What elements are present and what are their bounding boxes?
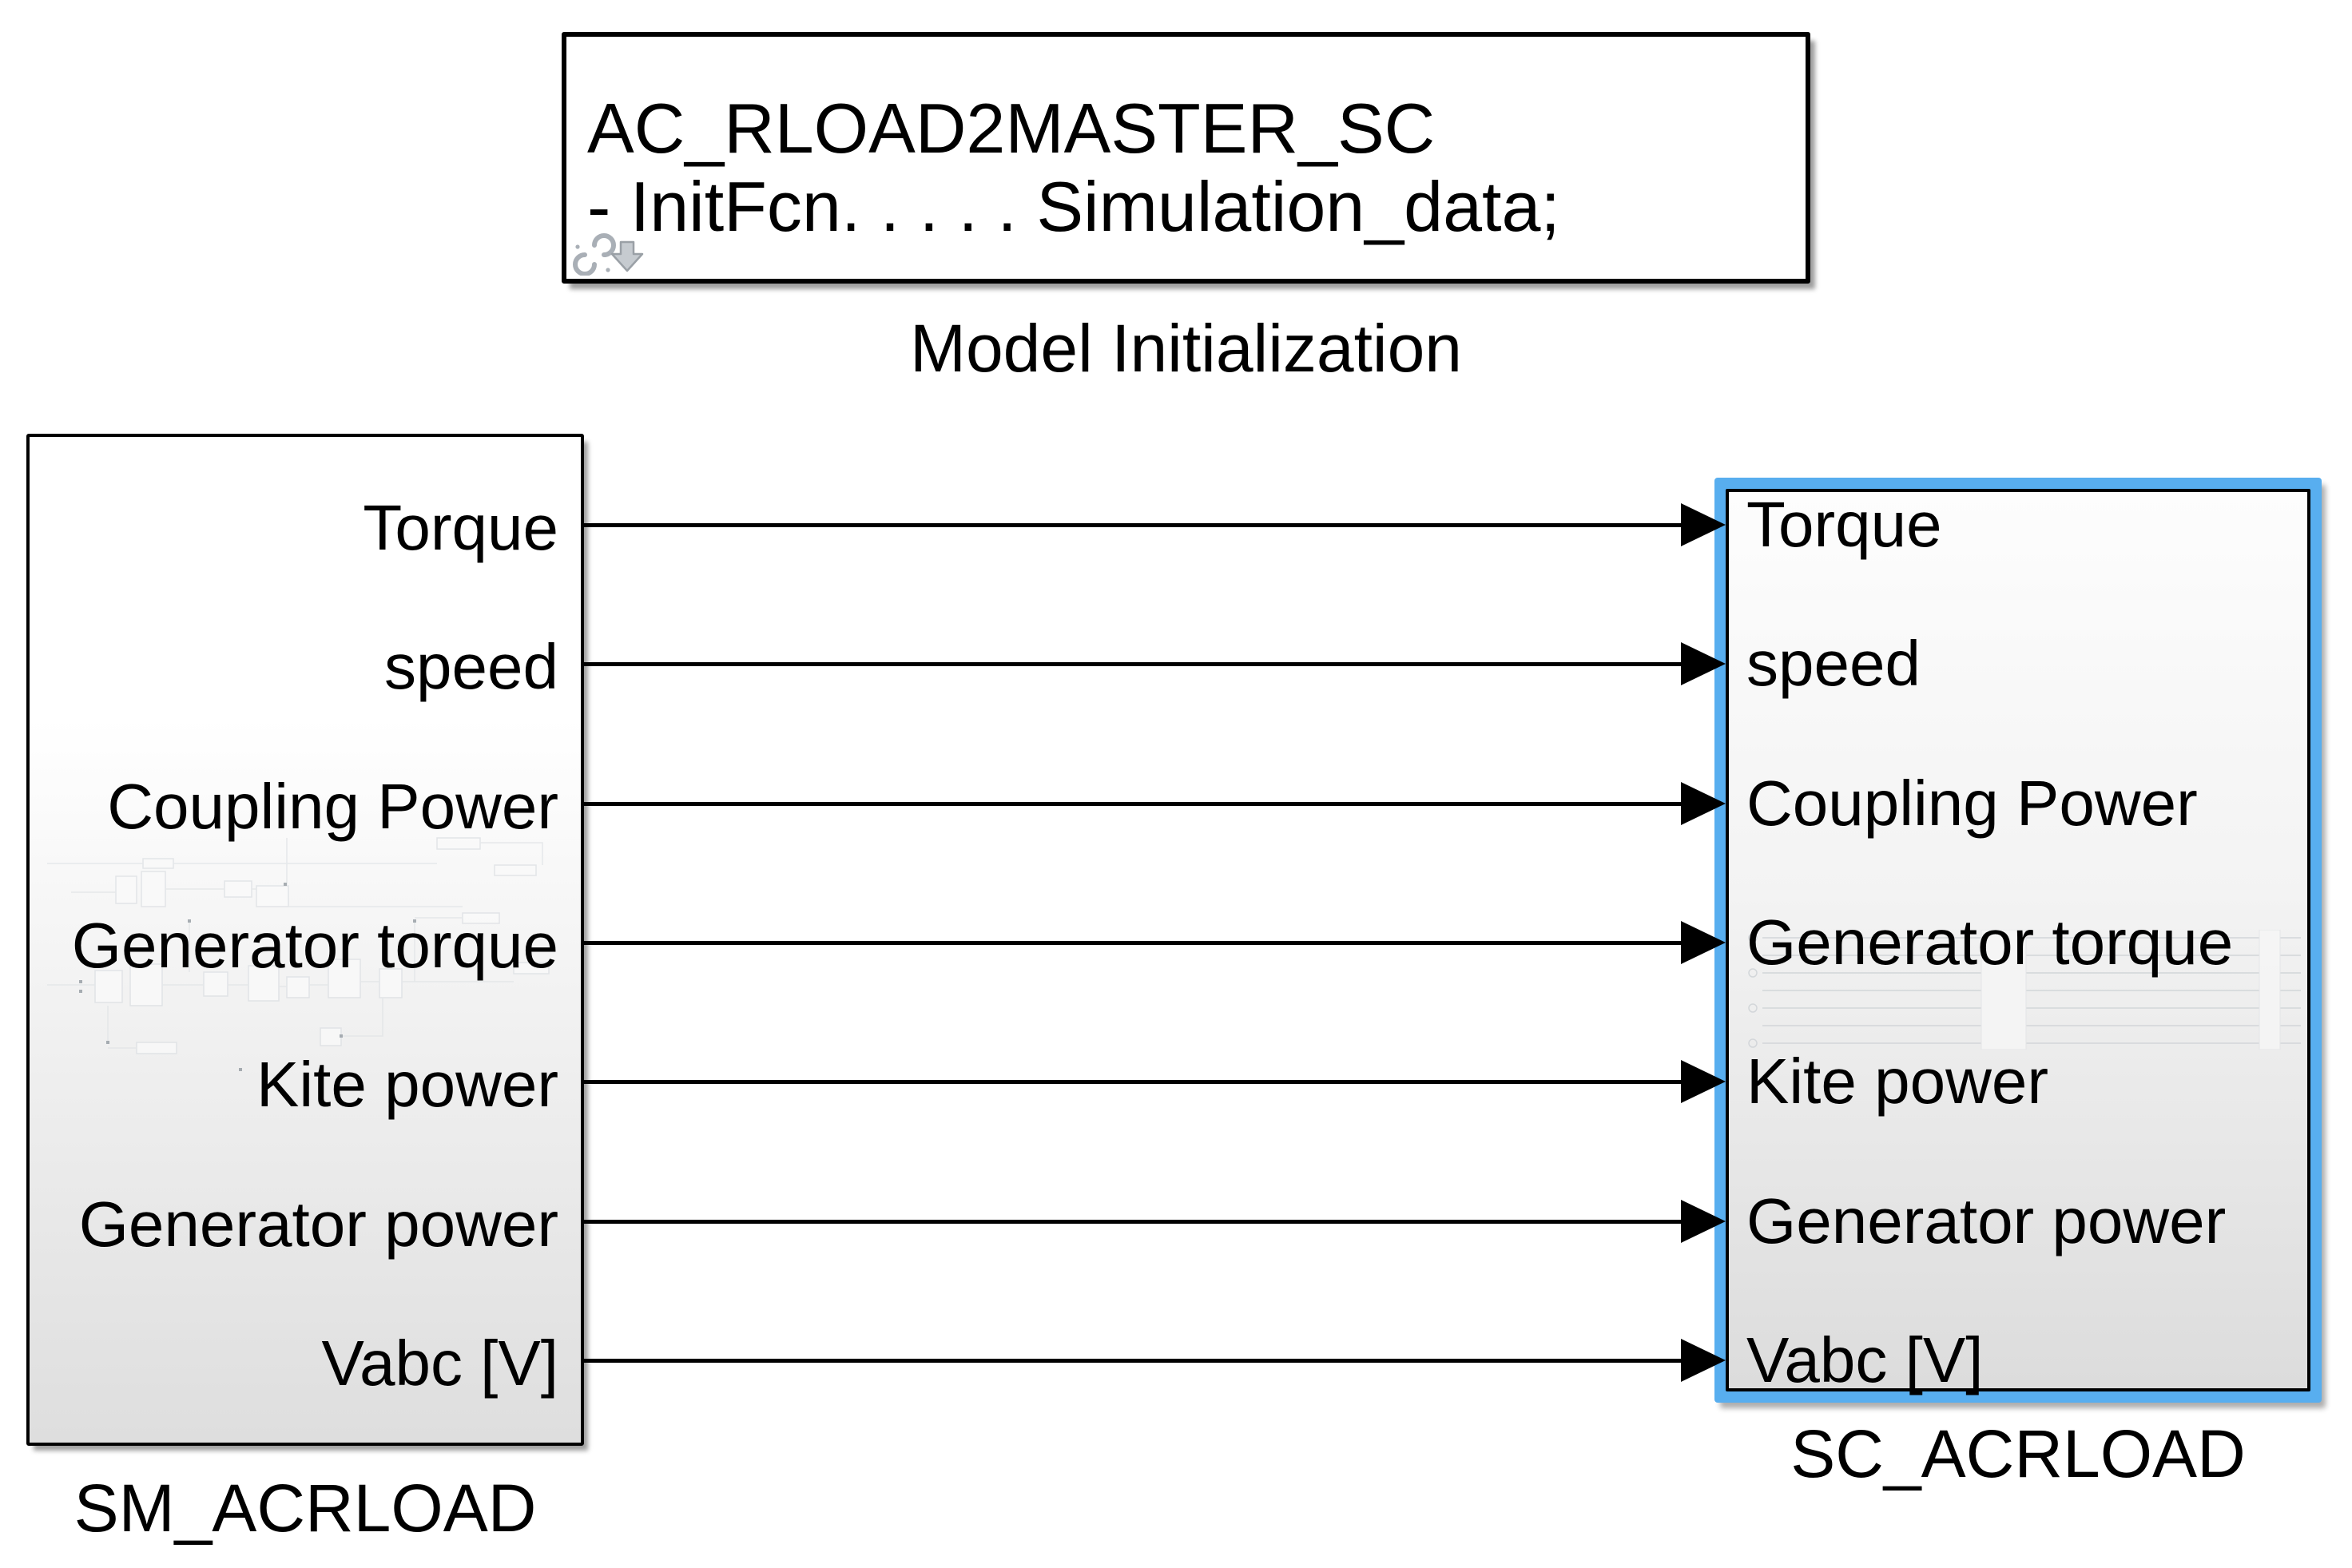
port-label-generator-power: Generator power	[78, 1189, 558, 1260]
wire-arrowhead	[1681, 1060, 1726, 1103]
wire-arrowhead	[1681, 503, 1726, 546]
port-label-kite-power: Kite power	[1746, 1046, 2048, 1117]
port-label-coupling-power: Coupling Power	[1746, 768, 2198, 839]
wire-arrowhead	[1681, 1339, 1726, 1382]
model-initialization-block[interactable]: AC_RLOAD2MASTER_SC- InitFcn. . . . . Sim…	[562, 32, 1810, 284]
sc-acrload-block[interactable]: Torque speed Coupling Power Generator to…	[1714, 478, 2322, 1403]
sc-acrload-caption[interactable]: SC_ACRLOAD	[1790, 1416, 2246, 1491]
port-label-torque: Torque	[363, 492, 558, 563]
sm-acrload-caption[interactable]: SM_ACRLOAD	[74, 1471, 537, 1546]
signal-wire-kite-power[interactable]	[582, 1080, 1686, 1084]
wire-arrowhead	[1681, 642, 1726, 685]
port-label-generator-power: Generator power	[1746, 1185, 2227, 1256]
wire-arrowhead	[1681, 1200, 1726, 1243]
wire-arrowhead	[1681, 782, 1726, 825]
sm-acrload-block[interactable]: Torque speed Coupling Power Generator to…	[26, 434, 584, 1446]
collapse-down-arrow-icon[interactable]	[610, 240, 644, 272]
port-label-generator-torque: Generator torque	[71, 910, 558, 981]
signal-wire-torque[interactable]	[582, 523, 1686, 527]
sc-acrload-block-body	[1726, 489, 2310, 1391]
port-label-vabc: Vabc [V]	[321, 1328, 558, 1399]
init-code-line2: - InitFcn. . . . . Simulation_data;	[587, 167, 1560, 246]
port-label-kite-power: Kite power	[256, 1049, 558, 1120]
port-label-coupling-power: Coupling Power	[107, 771, 558, 842]
init-code-line1: AC_RLOAD2MASTER_SC	[587, 89, 1436, 168]
library-link-broken-icon[interactable]	[573, 233, 616, 276]
init-callback-text: AC_RLOAD2MASTER_SC- InitFcn. . . . . Sim…	[587, 89, 1560, 246]
signal-wire-coupling-power[interactable]	[582, 802, 1686, 806]
signal-wire-generator-power[interactable]	[582, 1220, 1686, 1224]
model-initialization-caption[interactable]: Model Initialization	[909, 311, 1463, 386]
signal-wire-speed[interactable]	[582, 662, 1686, 666]
block-badges	[573, 233, 644, 276]
signal-wire-vabc[interactable]	[582, 1359, 1686, 1363]
port-label-torque: Torque	[1746, 489, 1942, 560]
port-label-vabc: Vabc [V]	[1746, 1324, 1984, 1395]
port-label-speed: speed	[1746, 628, 1921, 699]
port-label-generator-torque: Generator torque	[1746, 907, 2234, 978]
wire-arrowhead	[1681, 921, 1726, 964]
port-label-speed: speed	[384, 631, 558, 702]
signal-wire-generator-torque[interactable]	[582, 941, 1686, 945]
